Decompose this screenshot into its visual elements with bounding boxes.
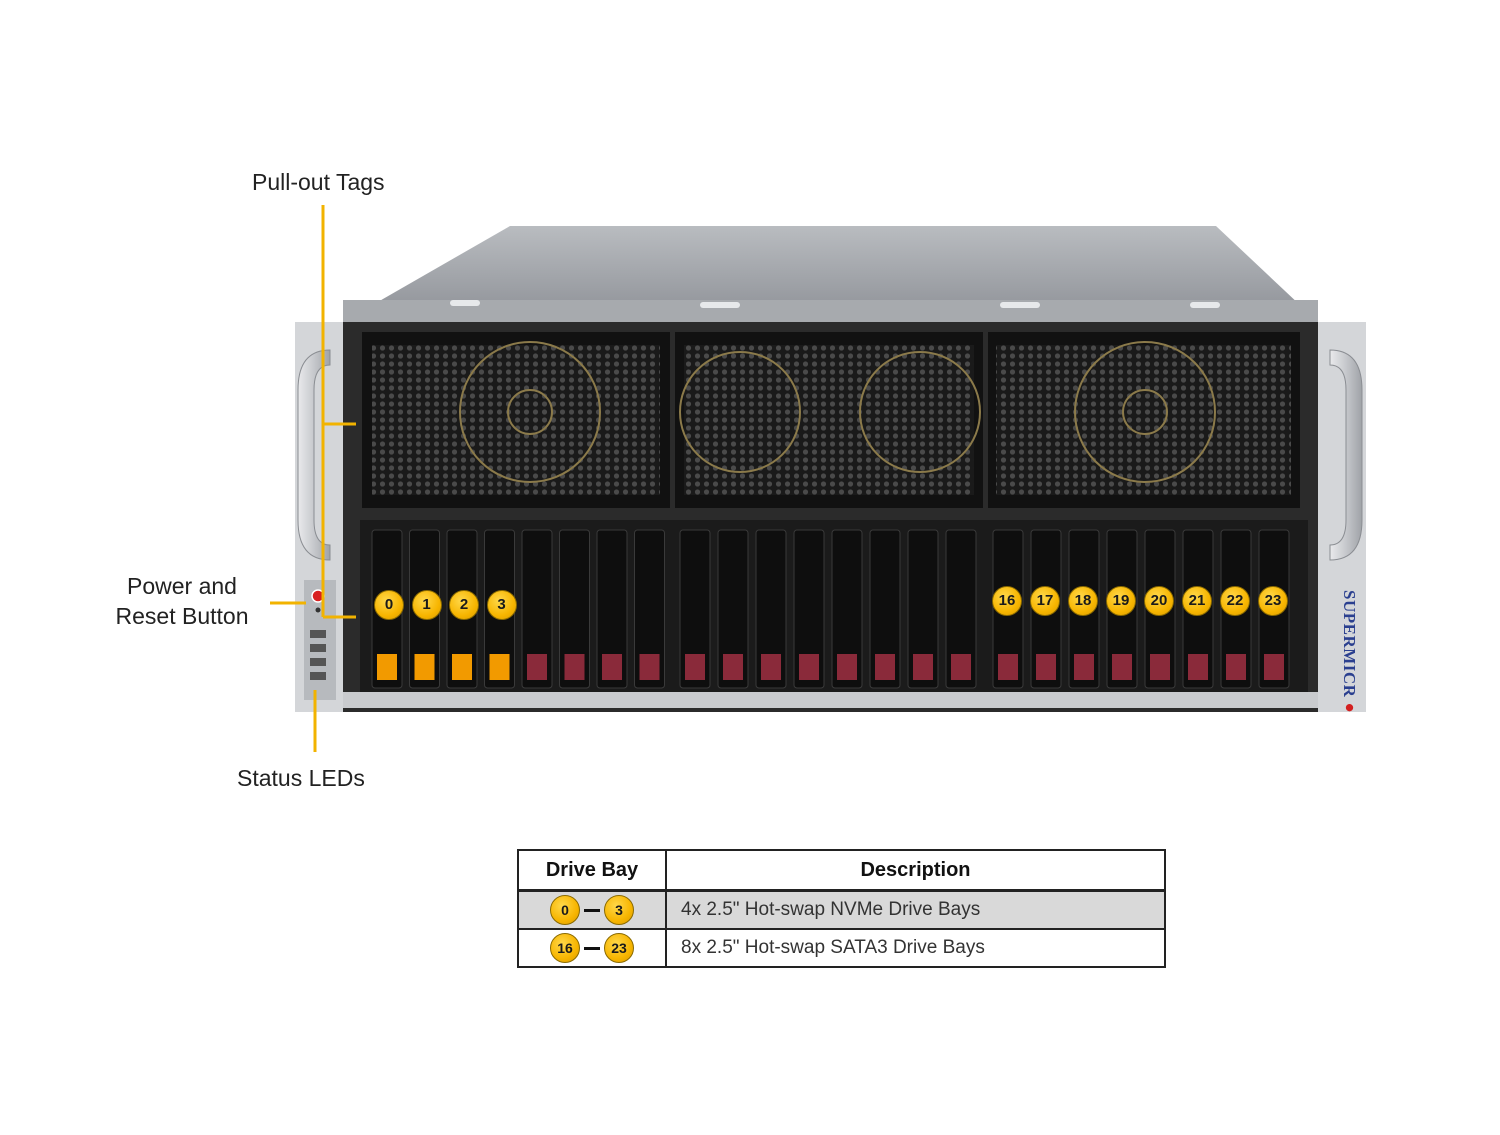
- bay-number-badge: 20: [1144, 586, 1174, 616]
- drive-tray: [831, 529, 863, 689]
- drive-tray: [907, 529, 939, 689]
- fan-module-1: [362, 332, 670, 508]
- server-chassis-illustration: [295, 226, 1366, 712]
- bay-number-badge: 2: [449, 590, 479, 620]
- bay-badge-from: 0: [550, 895, 580, 925]
- header-description: Description: [666, 850, 1165, 892]
- bay-number-badge: 17: [1030, 586, 1060, 616]
- brand-name: SUPERMICR: [1340, 590, 1359, 698]
- bay-badge-from: 16: [550, 933, 580, 963]
- header-drive-bay: Drive Bay: [518, 850, 667, 892]
- range-dash: [584, 908, 600, 912]
- bay-number-badge: 1: [411, 590, 442, 620]
- fan-module-3: [988, 332, 1300, 508]
- legend-description: 8x 2.5" Hot-swap SATA3 Drive Bays: [666, 929, 1165, 968]
- reset-button-icon: [315, 607, 321, 613]
- drive-tray: [596, 529, 628, 689]
- drive-tray: [945, 529, 977, 689]
- bay-badge-to: 23: [604, 933, 634, 963]
- chassis-top-lid: [343, 226, 1318, 322]
- drive-tray: [869, 529, 901, 689]
- power-reset-label-line1: Power and: [127, 573, 237, 599]
- bay-number-badge: 23: [1258, 586, 1288, 616]
- power-reset-label-line2: Reset Button: [115, 603, 249, 629]
- fan-module-2: [675, 332, 983, 508]
- drive-tray: [679, 529, 711, 689]
- drive-tray: [755, 529, 787, 689]
- bay-badge-to: 3: [604, 895, 634, 925]
- brand-dot: ●: [1340, 697, 1359, 717]
- drive-tray: [717, 529, 749, 689]
- bay-number-badge: 19: [1106, 586, 1136, 616]
- legend-description: 4x 2.5" Hot-swap NVMe Drive Bays: [666, 890, 1165, 930]
- bay-number-badge: 22: [1220, 586, 1250, 616]
- legend-header-row: Drive Bay Description: [518, 850, 1165, 892]
- right-handle: [1329, 349, 1363, 561]
- bay-number-badge: 16: [992, 586, 1022, 616]
- drive-tray: [634, 529, 665, 689]
- range-dash: [584, 946, 600, 950]
- bay-number-badge: 18: [1068, 586, 1098, 616]
- drive-tray: [521, 529, 553, 689]
- drive-tray: [559, 529, 590, 689]
- left-handle: [297, 349, 331, 561]
- pull-out-tags-label: Pull-out Tags: [252, 169, 385, 195]
- supermicro-logo: SUPERMICR●: [1335, 590, 1359, 717]
- drive-tray: [793, 529, 825, 689]
- status-leds-label: Status LEDs: [237, 765, 365, 791]
- bay-number-badge: 3: [486, 590, 517, 620]
- bay-number-badge: 21: [1182, 586, 1212, 616]
- power-reset-label: Power and Reset Button: [110, 571, 254, 631]
- bay-number-badge: 0: [374, 590, 404, 620]
- callout-lines: [270, 205, 356, 752]
